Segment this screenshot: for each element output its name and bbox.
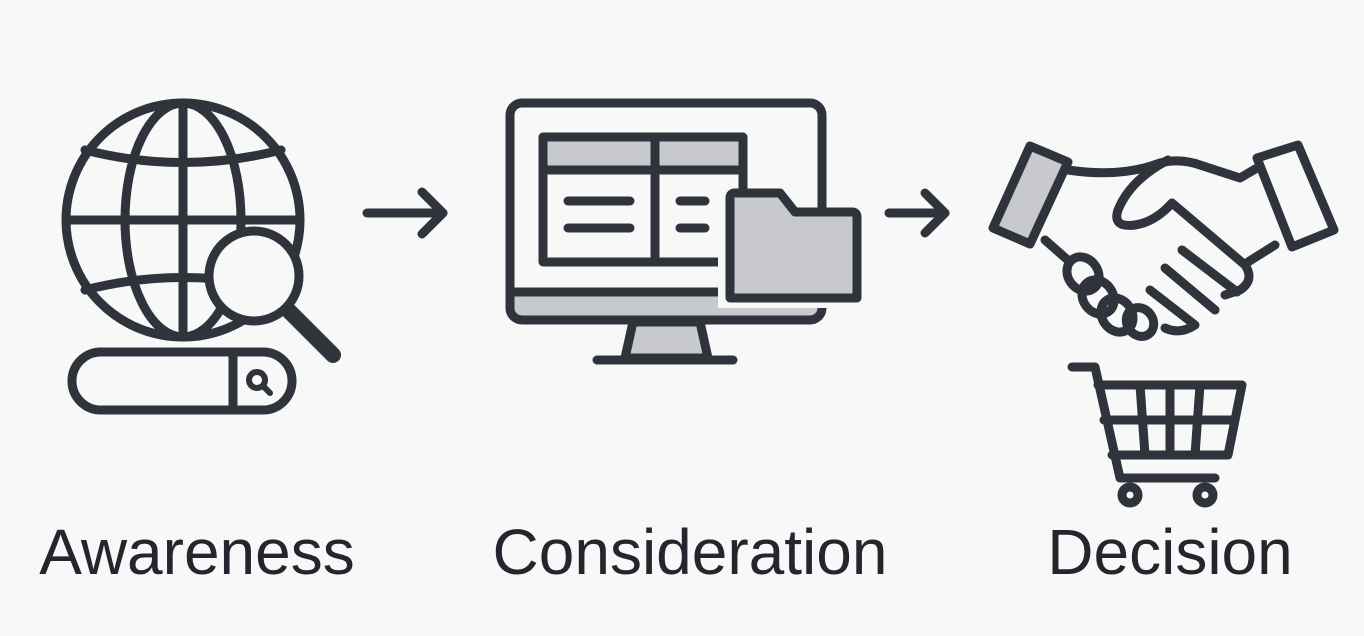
search-bar-icon — [67, 347, 297, 415]
stage-label-decision: Decision — [1047, 516, 1293, 588]
globe-icon — [61, 98, 305, 342]
folder-icon — [718, 188, 866, 308]
magnifier-icon — [204, 226, 341, 363]
arrow-icon — [884, 188, 950, 238]
stage-label-consideration: Consideration — [492, 516, 888, 588]
shopping-cart-icon — [1067, 362, 1247, 508]
arrow-icon — [362, 187, 448, 239]
stage-label-awareness: Awareness — [39, 516, 355, 588]
handshake-icon — [988, 140, 1339, 341]
